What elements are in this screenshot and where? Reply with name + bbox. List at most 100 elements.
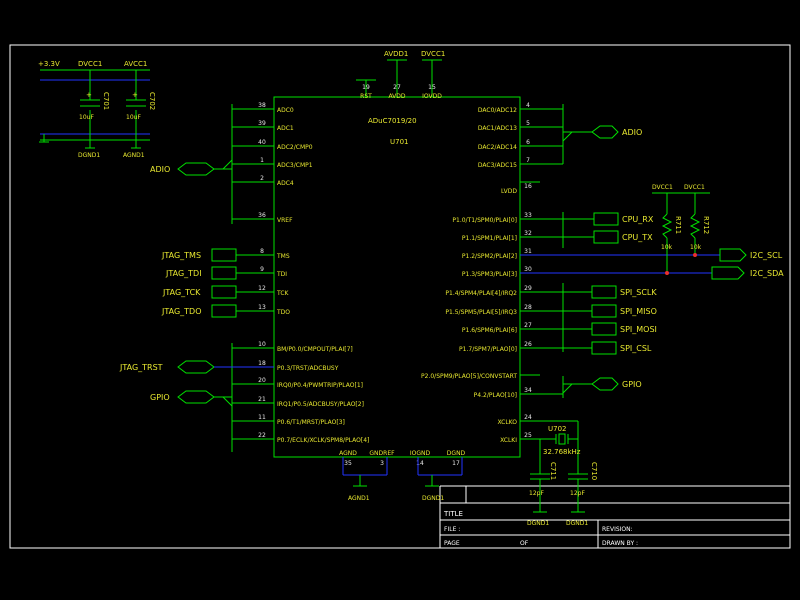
- jtag-tdo-label: JTAG_TDO: [161, 307, 202, 316]
- spi-sclk-label: SPI_SCLK: [620, 288, 657, 297]
- pin-name: P1.5/SPM5/PLAI[5]/IRQ3: [445, 309, 517, 316]
- jtag-trst-label: JTAG_TRST: [119, 363, 163, 372]
- c702-plus: +: [132, 91, 138, 99]
- spi-mosi-port[interactable]: [563, 322, 617, 336]
- pullup-vcc2: DVCC1: [684, 184, 705, 191]
- jtag-tdi-label: JTAG_TDI: [165, 269, 202, 278]
- pin-number: 2: [260, 175, 264, 182]
- pin-number: 11: [258, 414, 266, 421]
- r712-ref: R712: [702, 216, 710, 234]
- jtag-tms-port[interactable]: [211, 248, 274, 262]
- pin-name: DGND: [447, 450, 466, 457]
- pin-name: AGND: [339, 450, 357, 457]
- gpio-left-label: GPIO: [150, 393, 170, 402]
- crystal-ref: U702: [548, 425, 566, 433]
- bottom-ground-wires: [342, 457, 463, 476]
- pin-name: IOVDD: [422, 93, 442, 100]
- spi-miso-label: SPI_MISO: [620, 307, 657, 316]
- jtag-tdi-port[interactable]: [211, 266, 274, 280]
- scl-junction: [693, 253, 697, 257]
- pin-name: P0.6/T1/MRST/PLAO[3]: [277, 419, 345, 426]
- jtag-tms-label: JTAG_TMS: [161, 251, 201, 260]
- pin-number: 34: [524, 387, 532, 394]
- jtag-tdo-port[interactable]: [211, 304, 274, 318]
- pin-name: ADC4: [277, 180, 294, 187]
- pin-name: XCLKI: [500, 437, 517, 444]
- pin-name: P1.0/T1/SPM0/PLAI[0]: [452, 217, 517, 224]
- spi-csl-label: SPI_CSL: [620, 344, 652, 353]
- pin-number: 12: [258, 285, 266, 292]
- pin-name: P1.6/SPM6/PLAI[6]: [462, 327, 517, 334]
- pin-number: 15: [428, 84, 436, 91]
- pin-name: TMS: [276, 253, 290, 260]
- pin-name: ADC2/CMP0: [277, 144, 313, 151]
- c701-ref: C701: [102, 92, 110, 110]
- supply-33v-label: +3.3V: [38, 60, 60, 68]
- i2c-sda-label: I2C_SDA: [750, 269, 784, 278]
- crystal-gnd2: DGND1: [566, 520, 588, 527]
- jtag-tck-port[interactable]: [211, 285, 274, 299]
- pin-name: TCK: [276, 290, 290, 297]
- gpio-right-port[interactable]: [562, 377, 619, 394]
- bottom-pin-35: AGND 35: [339, 450, 357, 467]
- r712-value: 10k: [690, 244, 702, 251]
- pin-name: DAC0/ADC12: [478, 107, 517, 114]
- pin-name: TDO: [276, 309, 290, 316]
- pin-name: P2.0/SPM9/PLAO[5]/CONVSTART: [421, 373, 517, 380]
- pin-number: 1: [260, 157, 264, 164]
- adio-right-port[interactable]: [562, 125, 619, 142]
- avcc-label: AVCC1: [124, 60, 147, 68]
- pin-number: 3: [380, 460, 384, 467]
- cpu-tx-port[interactable]: [563, 230, 619, 244]
- c701-value: 10uF: [79, 114, 94, 121]
- pin-name: GNDREF: [369, 450, 395, 457]
- pin-number: 36: [258, 212, 266, 219]
- pin-number: 31: [524, 248, 532, 255]
- spi-sclk-port[interactable]: [563, 285, 617, 299]
- cpu-rx-label: CPU_RX: [622, 215, 654, 224]
- of-label: OF: [520, 540, 529, 547]
- pin-number: 27: [524, 322, 532, 329]
- adio-left-port[interactable]: [177, 159, 233, 176]
- decoupling-section: [39, 69, 150, 149]
- pin-name: P1.1/SPM1/PLAI[1]: [462, 235, 517, 242]
- spi-mosi-label: SPI_MOSI: [620, 325, 657, 334]
- jtag-trst-port[interactable]: [177, 360, 274, 374]
- adio-left-label: ADIO: [150, 165, 170, 174]
- pin-name: AVDD: [388, 93, 405, 100]
- i2c-sda-port[interactable]: [520, 266, 745, 280]
- cpu-rx-port[interactable]: [563, 212, 619, 226]
- spi-csl-port[interactable]: [563, 341, 617, 355]
- pin-number: 24: [524, 414, 532, 421]
- pin-number: 26: [524, 341, 532, 348]
- pin-name: P4.2/PLAO[10]: [474, 392, 517, 399]
- gpio-left-port[interactable]: [177, 390, 233, 407]
- crystal-section: [520, 420, 588, 513]
- i2c-scl-port[interactable]: [520, 248, 747, 262]
- pin-name: ADC1: [277, 125, 294, 132]
- spi-miso-port[interactable]: [563, 304, 617, 318]
- c711-ref: C711: [549, 462, 557, 480]
- pin-number: 35: [344, 460, 352, 467]
- pin-number: 14: [416, 460, 424, 467]
